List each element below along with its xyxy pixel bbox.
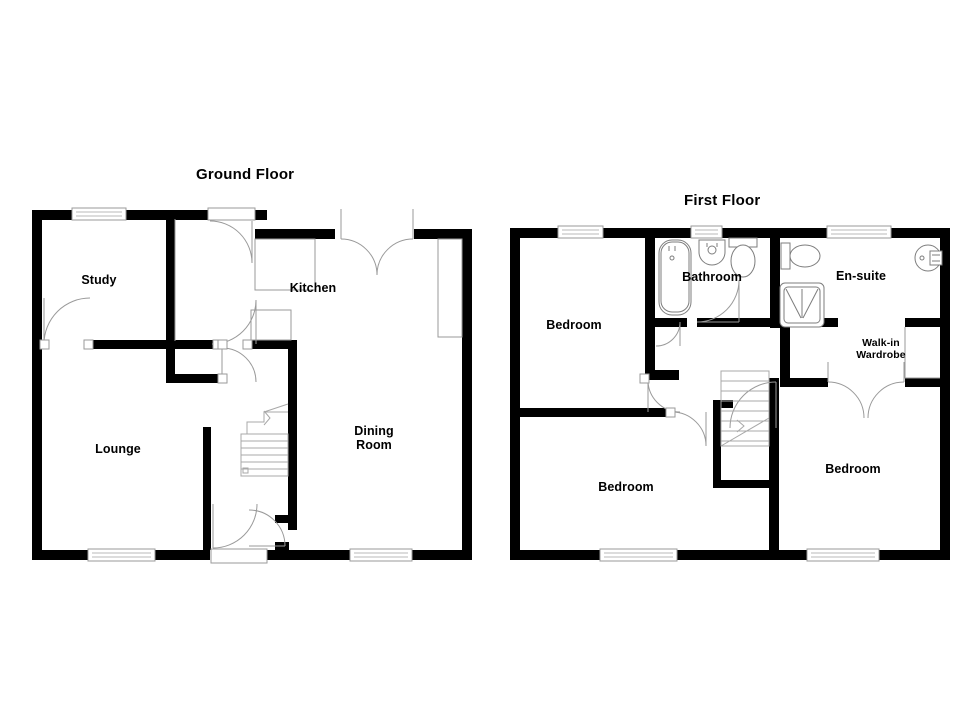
kitchen-fittings xyxy=(174,219,463,341)
room-label-bedroom-1: Bedroom xyxy=(546,318,602,332)
ground-floor-staircase xyxy=(240,403,289,477)
room-label-bedroom-3: Bedroom xyxy=(825,462,881,476)
ground-floor-doors xyxy=(39,207,414,564)
room-label-dining-room: Dining Room xyxy=(354,424,394,452)
walk-in-wardrobe-outline xyxy=(904,327,940,379)
first-floor-staircase xyxy=(720,370,770,447)
first-floor-windows xyxy=(557,225,892,562)
ground-floor-title: Ground Floor xyxy=(196,166,295,183)
room-label-bathroom: Bathroom xyxy=(682,270,742,284)
ground-floor-walls xyxy=(32,210,472,560)
en-suite-fixtures xyxy=(779,242,943,328)
room-label-walk-in-wardrobe: Walk-in Wardrobe xyxy=(856,337,906,361)
room-label-kitchen: Kitchen xyxy=(289,281,337,295)
room-label-study: Study xyxy=(81,273,117,287)
ground-floor-windows xyxy=(71,207,413,562)
first-floor-walls xyxy=(510,228,950,560)
room-label-lounge: Lounge xyxy=(95,442,141,456)
first-floor-title: First Floor xyxy=(684,192,761,209)
room-label-en-suite: En-suite xyxy=(835,269,887,283)
room-label-bedroom-2: Bedroom xyxy=(598,480,654,494)
first-floor-doors xyxy=(639,279,905,447)
bathroom-fixtures xyxy=(658,237,758,316)
